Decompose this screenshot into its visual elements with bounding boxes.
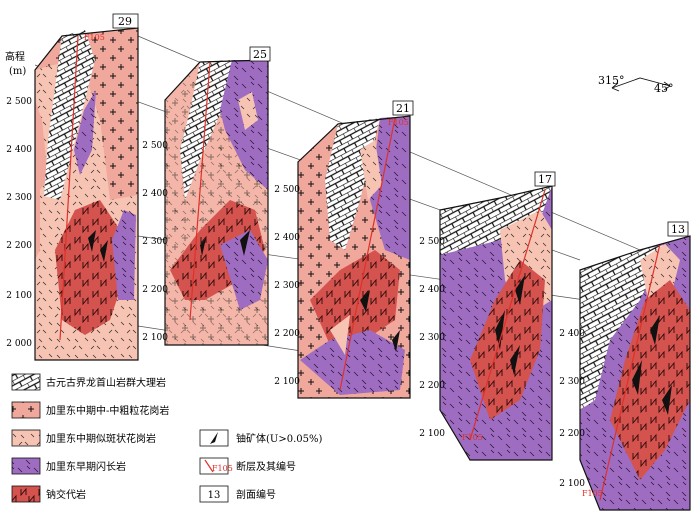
fault-label: F105 [388, 118, 409, 127]
elevation-ticks: 2 500 2 400 2 300 2 200 2 100 [419, 237, 445, 439]
section-25: 25 2 500 2 400 2 300 2 200 2 100 [142, 46, 271, 346]
section-13: 13 F105 2 400 2 300 2 200 2 100 [559, 221, 691, 511]
section-number-label: 25 [253, 48, 267, 61]
fault-label: F105 [582, 489, 603, 498]
elevation-ticks: 2 500 2 400 2 300 2 200 2 100 [142, 141, 168, 343]
svg-text:2 400: 2 400 [274, 233, 300, 243]
svg-text:2 500: 2 500 [142, 141, 168, 151]
ore-body-icon [210, 432, 218, 444]
section-number-label: 17 [538, 173, 552, 186]
legend-item-fault: F105 断层及其编号 [199, 457, 296, 475]
elevation-ticks: 2 500 2 400 2 300 2 200 2 100 2 000 [6, 97, 32, 349]
section-21: 21 F105 2 500 2 400 2 300 2 200 2 100 [274, 100, 414, 399]
legend-item-albitite: 钠交代岩 [11, 485, 86, 503]
svg-text:2 200: 2 200 [6, 241, 32, 251]
svg-text:2 300: 2 300 [142, 237, 168, 247]
svg-text:加里东中期似斑状花岗岩: 加里东中期似斑状花岗岩 [46, 432, 156, 445]
orientation-indicator: 315° 45° [598, 74, 674, 95]
elevation-ticks: 2 500 2 400 2 300 2 200 2 100 [274, 185, 300, 387]
legend-item-granite: 加里东中期中-中粗粒花岗岩 [11, 401, 169, 419]
section-number-label: 29 [118, 15, 132, 28]
svg-text:2 000: 2 000 [6, 339, 32, 349]
svg-text:13: 13 [208, 490, 221, 501]
svg-text:F105: F105 [212, 464, 233, 473]
svg-text:2 100: 2 100 [274, 377, 300, 387]
section-number-label: 21 [396, 102, 410, 115]
svg-text:2 300: 2 300 [274, 281, 300, 291]
svg-text:钠交代岩: 钠交代岩 [46, 488, 86, 501]
svg-text:2 100: 2 100 [6, 291, 32, 301]
svg-text:2 100: 2 100 [142, 333, 168, 343]
svg-text:2 500: 2 500 [419, 237, 445, 247]
section-17: 17 F105 2 500 2 400 2 300 2 200 2 100 [419, 171, 556, 461]
svg-text:剖面编号: 剖面编号 [236, 488, 276, 501]
svg-text:2 300: 2 300 [6, 193, 32, 203]
elevation-axis-title: 高程 [5, 50, 25, 63]
svg-text:2 400: 2 400 [6, 145, 32, 155]
fault-line-icon [204, 459, 214, 473]
legend-item-ore: 铀矿体(U>0.05%) [199, 429, 322, 447]
svg-text:2 100: 2 100 [419, 429, 445, 439]
fault-label: F105 [462, 433, 483, 442]
legend-item-marble: 古元古界龙首山岩群大理岩 [11, 373, 166, 391]
svg-text:古元古界龙首山岩群大理岩: 古元古界龙首山岩群大理岩 [46, 376, 166, 389]
legend-item-porphyry: 加里东中期似斑状花岗岩 [11, 429, 156, 447]
svg-text:2 400: 2 400 [142, 189, 168, 199]
section-number-label: 13 [671, 223, 685, 236]
svg-text:加里东早期闪长岩: 加里东早期闪长岩 [46, 460, 126, 473]
svg-text:2 400: 2 400 [559, 329, 585, 339]
elevation-ticks: 2 400 2 300 2 200 2 100 [559, 329, 585, 489]
fault-label: F105 [84, 33, 105, 42]
svg-text:2 200: 2 200 [274, 329, 300, 339]
svg-text:断层及其编号: 断层及其编号 [236, 460, 296, 473]
svg-text:2 500: 2 500 [6, 97, 32, 107]
svg-text:2 200: 2 200 [559, 429, 585, 439]
svg-text:2 500: 2 500 [274, 185, 300, 195]
section-29: 29 F105 2 500 2 400 2 300 2 200 2 100 2 … [6, 13, 139, 361]
svg-text:2 100: 2 100 [559, 479, 585, 489]
svg-text:2 200: 2 200 [419, 381, 445, 391]
legend-item-diorite: 加里东早期闪长岩 [11, 457, 126, 475]
legend: 古元古界龙首山岩群大理岩 加里东中期中-中粗粒花岗岩 加里东中期似斑状花岗岩 加… [11, 373, 322, 503]
elevation-axis-unit: (m) [9, 66, 26, 77]
orientation-right-label: 45° [654, 82, 674, 95]
orientation-left-label: 315° [598, 74, 625, 87]
svg-text:2 200: 2 200 [142, 285, 168, 295]
svg-text:加里东中期中-中粗粒花岗岩: 加里东中期中-中粗粒花岗岩 [46, 404, 169, 417]
svg-text:2 300: 2 300 [559, 377, 585, 387]
svg-text:铀矿体(U>0.05%): 铀矿体(U>0.05%) [236, 432, 322, 445]
legend-item-section: 13 剖面编号 [199, 485, 276, 503]
svg-text:2 300: 2 300 [419, 333, 445, 343]
svg-text:2 400: 2 400 [419, 285, 445, 295]
